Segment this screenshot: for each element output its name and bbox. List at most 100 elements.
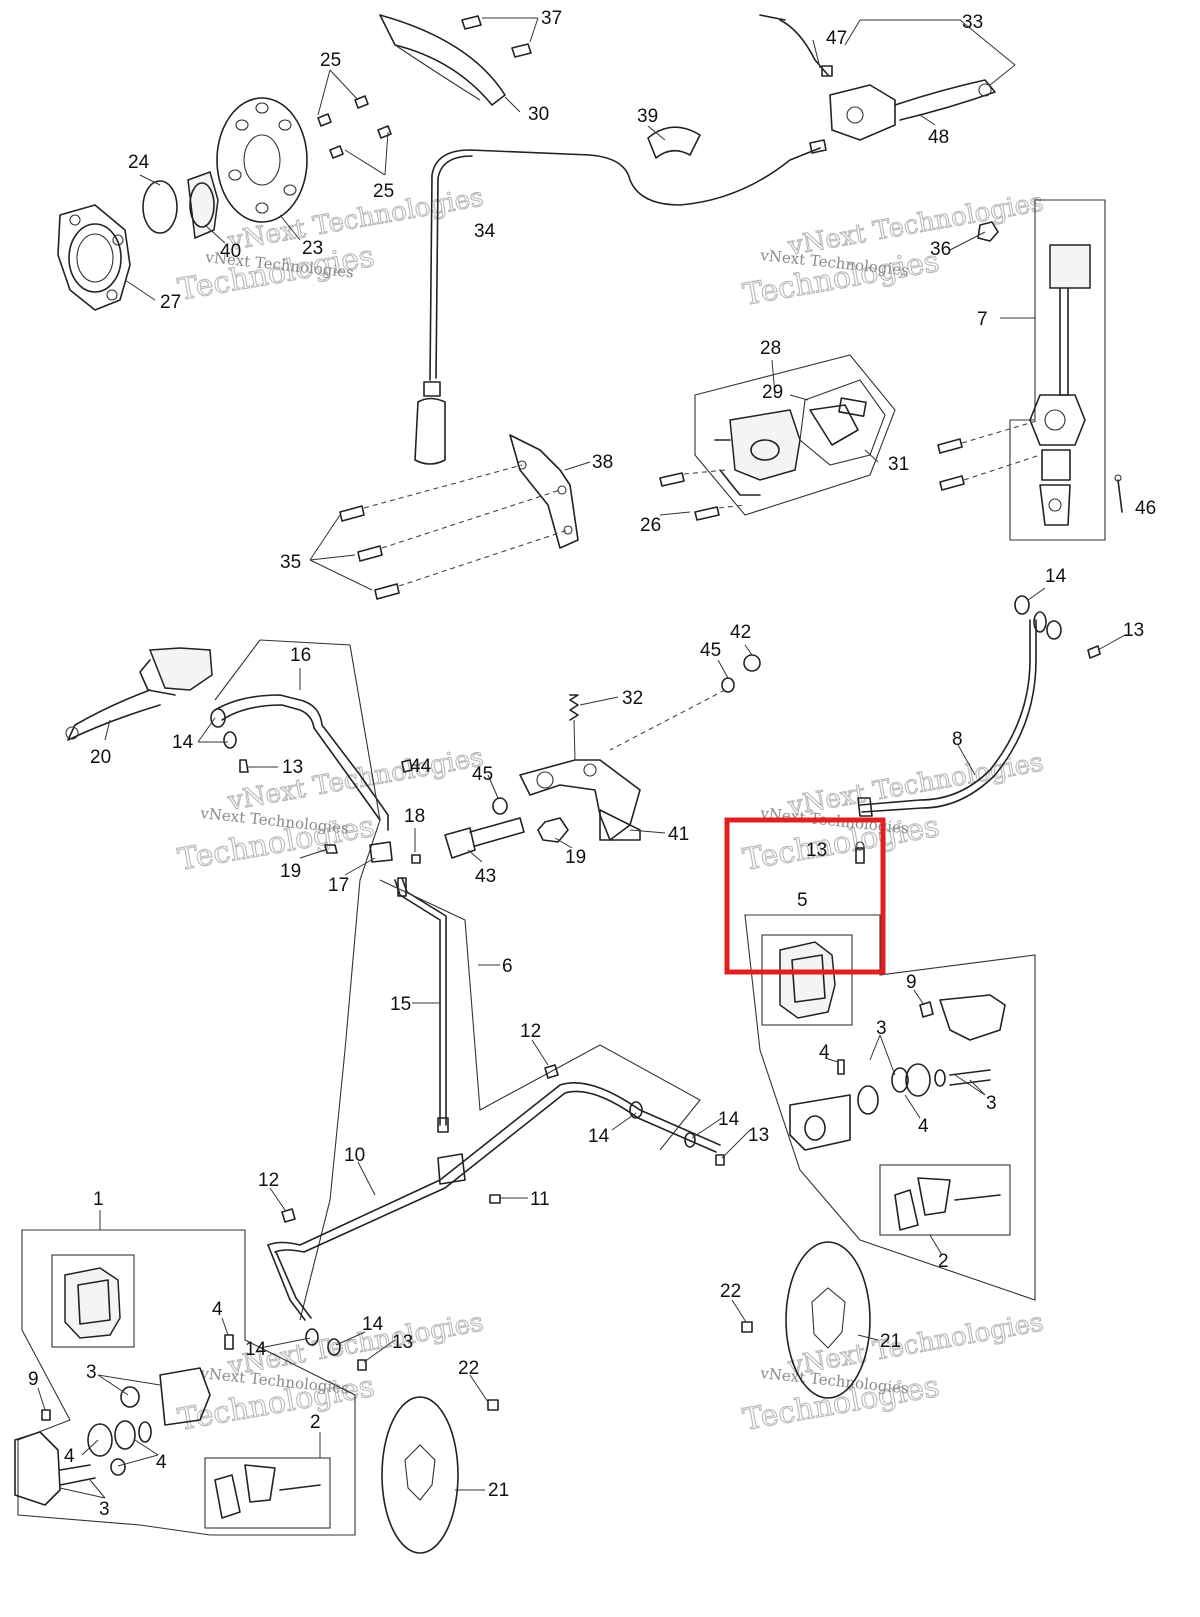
callout-16: 16 [290, 645, 311, 666]
callout-31: 31 [888, 454, 909, 475]
pad-kit-2-front [204, 1457, 331, 1529]
callout-48: 48 [928, 127, 949, 148]
callout-43: 43 [475, 866, 496, 887]
front-caliper-group-1 [17, 1229, 356, 1536]
brake-disc-21-rear [785, 1241, 871, 1399]
callout-13: 13 [748, 1125, 769, 1146]
brake-line-15 [394, 877, 449, 1133]
clip-12-mid [544, 1064, 559, 1079]
callout-2: 2 [938, 1251, 949, 1272]
cable-clip-39 [647, 126, 701, 159]
bolt-13-rear [1087, 645, 1101, 659]
caliper-pistons-3-4 [789, 1059, 991, 1151]
callout-19: 19 [565, 847, 586, 868]
callout-29: 29 [762, 382, 783, 403]
callout-3: 3 [99, 1499, 110, 1520]
brake-cable-34 [414, 139, 827, 465]
highlight-box-part-5 [724, 817, 886, 975]
caliper-bracket-9 [919, 994, 1006, 1041]
spring-32 [569, 694, 579, 761]
callout-22: 22 [458, 1358, 479, 1379]
washers-14-front [210, 708, 237, 749]
callout-27: 27 [160, 292, 181, 313]
callout-3: 3 [86, 1362, 97, 1383]
bearing-40 [187, 171, 219, 240]
callout-4: 4 [212, 1299, 223, 1320]
caliper-bolts-26 [659, 469, 746, 521]
callout-21: 21 [880, 1331, 901, 1352]
switch-wire-47 [759, 14, 833, 77]
foot-pedal-group-7 [1009, 199, 1106, 541]
callout-40: 40 [220, 241, 241, 262]
caliper-body-front [51, 1254, 135, 1348]
callout-25: 25 [320, 50, 341, 71]
callout-26: 26 [640, 515, 661, 536]
callout-2: 2 [310, 1412, 321, 1433]
callout-35: 35 [280, 552, 301, 573]
bracket-38 [509, 434, 579, 549]
washers-14-rear [1014, 595, 1062, 640]
bolts-35 [339, 464, 569, 600]
callout-41: 41 [668, 824, 689, 845]
bolt-11 [489, 1194, 501, 1204]
brake-disc-23 [216, 97, 308, 223]
callout-13: 13 [1123, 620, 1144, 641]
frame-outline-6 [379, 879, 701, 1151]
clevis-17 [369, 841, 393, 863]
callout-21: 21 [488, 1480, 509, 1501]
callout-18: 18 [404, 806, 425, 827]
bolt-22-front [487, 1399, 499, 1411]
callout-9: 9 [28, 1369, 39, 1390]
callout-13: 13 [806, 840, 827, 861]
leader-lines [37, 17, 1126, 1499]
callout-45: 45 [472, 764, 493, 785]
callout-38: 38 [592, 452, 613, 473]
callout-13: 13 [282, 757, 303, 778]
brake-pedal-41 [519, 759, 641, 841]
callout-12: 12 [258, 1170, 279, 1191]
callout-8: 8 [952, 729, 963, 750]
callout-33: 33 [962, 12, 983, 33]
rear-caliper-group-2 [744, 914, 1036, 1301]
caliper-pistons-front-3-4 [59, 1334, 234, 1486]
nut-19-clevis [324, 844, 338, 854]
callout-4: 4 [64, 1446, 75, 1467]
callout-6: 6 [502, 956, 513, 977]
brake-line-10 [267, 1082, 721, 1321]
callout-9: 9 [906, 972, 917, 993]
callout-14: 14 [588, 1126, 610, 1147]
callout-20: 20 [90, 747, 111, 768]
brake-disc-21-front [381, 1396, 459, 1554]
brake-pads-29 [799, 379, 886, 466]
callout-36: 36 [930, 239, 951, 260]
callout-11: 11 [530, 1189, 550, 1210]
washer-45-mid [492, 797, 508, 815]
disc-bolts-25 [317, 95, 392, 159]
guard-screws-37 [461, 15, 532, 58]
callout-7: 7 [977, 309, 988, 330]
junction-10 [437, 1153, 466, 1185]
washer-bolt-14-13-front [305, 1328, 367, 1371]
callout-3: 3 [876, 1018, 887, 1039]
caliper-bracket-front-9 [14, 1409, 61, 1506]
callout-4: 4 [918, 1116, 929, 1137]
callout-30: 30 [528, 104, 549, 125]
callout-3: 3 [986, 1093, 997, 1114]
callout-5: 5 [797, 890, 808, 911]
callout-22: 22 [720, 1281, 741, 1302]
callout-1: 1 [93, 1189, 104, 1210]
callout-4: 4 [156, 1452, 167, 1473]
callout-25: 25 [373, 181, 394, 202]
callout-42: 42 [730, 622, 751, 643]
clip-12-left [281, 1208, 296, 1223]
callout-39: 39 [637, 106, 658, 127]
callout-17: 17 [328, 875, 349, 896]
callout-37: 37 [541, 8, 562, 29]
master-cylinder-lever-20 [65, 647, 213, 741]
callout-10: 10 [344, 1145, 365, 1166]
frame-outline-16 [214, 639, 381, 1321]
callout-32: 32 [622, 688, 643, 709]
bolt-13-highlighted [855, 841, 865, 864]
washer-bolt-14-13-mid [629, 1101, 725, 1166]
